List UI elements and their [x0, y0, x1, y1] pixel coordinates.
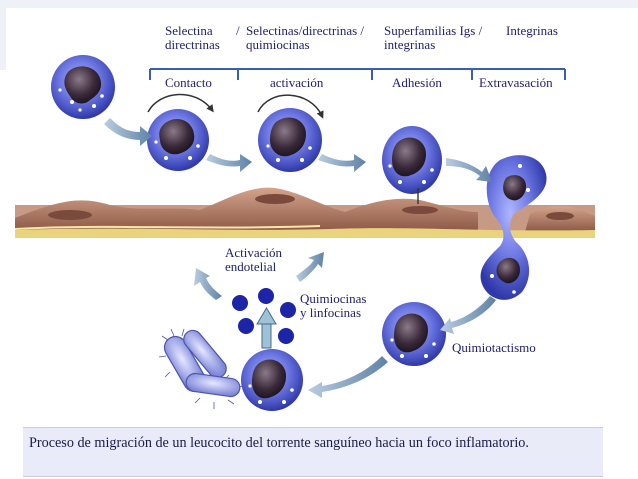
phase-adhesion: Adhesión	[392, 75, 442, 90]
label-quimiotactismo: Quimiotactismo	[452, 340, 536, 355]
left-border	[0, 0, 6, 70]
header-selectinas-directrinas: Selectinas/directrinas /	[246, 23, 365, 38]
up-arrow-icon	[256, 307, 277, 349]
bacteria-cluster	[158, 328, 244, 409]
header-integrinas-sub: integrinas	[384, 37, 436, 52]
chemokine-dots	[232, 288, 296, 344]
label-quimiocinas-2: y linfocinas	[300, 305, 362, 320]
header-selectina: Selectina	[165, 23, 213, 38]
flow-arrows	[104, 118, 496, 398]
label-activacion-2: endotelial	[225, 259, 277, 274]
phase-bracket	[149, 68, 566, 80]
leukocyte-1	[51, 55, 115, 119]
leukocyte-2	[147, 109, 209, 171]
header-superfamilias: Superfamilias Igs /	[384, 23, 483, 38]
label-quimiocinas-1: Quimiocinas	[300, 291, 367, 306]
leukocyte-at-focus	[241, 349, 303, 411]
rotation-arrows	[147, 93, 324, 119]
header-quimiocinas: quimiocinas	[246, 37, 310, 52]
leukocyte-4	[382, 126, 442, 194]
header-directrinas: directrinas	[165, 37, 220, 52]
leukocyte-extravasating	[480, 155, 547, 300]
leukocyte-3	[258, 108, 322, 172]
header-integrinas: Integrinas	[506, 23, 558, 38]
top-border	[0, 0, 638, 8]
phase-extravasacion: Extravasación	[479, 75, 553, 90]
phase-activacion: activación	[270, 75, 324, 90]
label-activacion-1: Activación	[225, 245, 283, 260]
phase-contacto: Contacto	[165, 75, 212, 90]
caption-text: Proceso de migración de un leucocito del…	[29, 435, 529, 451]
caption-box: Proceso de migración de un leucocito del…	[23, 427, 603, 477]
leukocyte-chemotaxis	[382, 302, 446, 366]
header-separator: /	[236, 23, 240, 38]
